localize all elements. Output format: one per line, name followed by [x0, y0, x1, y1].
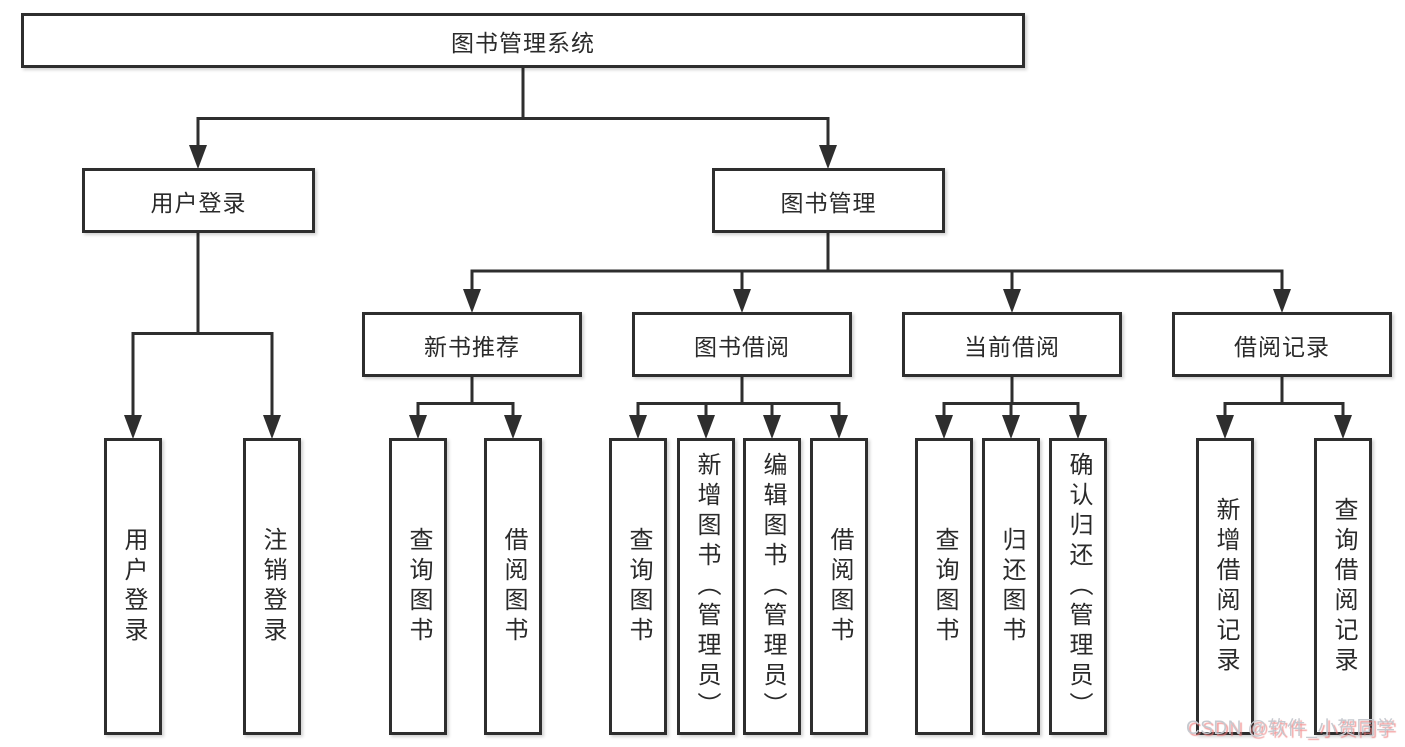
node-label: 注销登录 [259, 526, 286, 647]
node-label: 新增图书（管理员） [693, 451, 720, 722]
leaf-query-books-current: 查询图书 [915, 438, 973, 735]
node-label: 确认归还（管理员） [1065, 451, 1092, 722]
leaf-add-borrow-record: 新增借阅记录 [1196, 438, 1254, 735]
node-label: 新书推荐 [424, 333, 520, 360]
node-label: 查询图书 [405, 526, 432, 647]
node-borrowing-records: 借阅记录 [1172, 312, 1392, 377]
node-new-book-recommend: 新书推荐 [362, 312, 582, 377]
leaf-confirm-return-admin: 确认归还（管理员） [1049, 438, 1107, 735]
node-label: 查询借阅记录 [1330, 496, 1357, 677]
node-label: 图书管理 [780, 189, 877, 216]
csdn-watermark: CSDN @软件_小贺同学 [1186, 718, 1396, 739]
node-label: 用户登录 [150, 189, 247, 216]
node-label: 当前借阅 [964, 333, 1060, 360]
node-book-borrowing: 图书借阅 [632, 312, 852, 377]
node-label: 图书管理系统 [451, 29, 595, 56]
leaf-borrow-books-recommend: 借阅图书 [484, 438, 542, 735]
node-label: 图书借阅 [694, 333, 790, 360]
node-user-login: 用户登录 [82, 168, 315, 233]
node-label: 编辑图书（管理员） [759, 451, 786, 722]
node-book-management: 图书管理 [712, 168, 945, 233]
node-label: 查询图书 [931, 526, 958, 647]
leaf-query-books-recommend: 查询图书 [389, 438, 447, 735]
leaf-user-login: 用户登录 [104, 438, 162, 735]
node-label: 查询图书 [625, 526, 652, 647]
arrowheads [124, 145, 1352, 439]
node-current-borrowing: 当前借阅 [902, 312, 1122, 377]
node-label: 借阅图书 [826, 526, 853, 647]
leaf-add-books-admin: 新增图书（管理员） [677, 438, 735, 735]
node-library-management-system: 图书管理系统 [21, 13, 1025, 68]
leaf-query-borrow-record: 查询借阅记录 [1314, 438, 1372, 735]
node-label: 借阅记录 [1234, 333, 1330, 360]
leaf-return-books: 归还图书 [982, 438, 1040, 735]
node-label: 借阅图书 [500, 526, 527, 647]
leaf-logout: 注销登录 [243, 438, 301, 735]
leaf-query-books-borrowing: 查询图书 [609, 438, 667, 735]
node-label: 新增借阅记录 [1212, 496, 1239, 677]
node-label: 用户登录 [120, 526, 147, 647]
leaf-borrow-books: 借阅图书 [810, 438, 868, 735]
node-label: 归还图书 [998, 526, 1025, 647]
leaf-edit-books-admin: 编辑图书（管理员） [743, 438, 801, 735]
